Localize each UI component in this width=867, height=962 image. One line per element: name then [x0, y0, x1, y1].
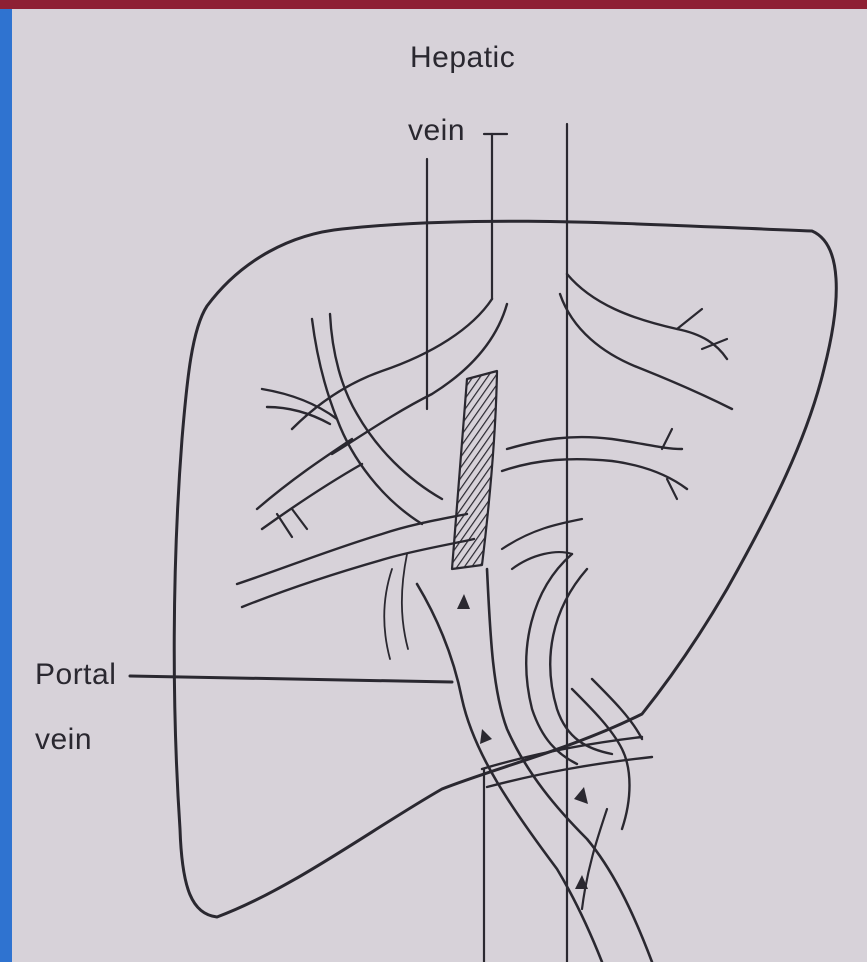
portal-branch-left-tick	[277, 509, 307, 537]
portal-branch-left-upper	[312, 319, 422, 524]
portal-branch-left-upper-2	[330, 314, 442, 499]
portal-branch-right-ticks	[662, 429, 677, 499]
portal-vein-label-line2: vein	[35, 722, 92, 758]
portal-vein-label-line1: Portal	[35, 657, 116, 693]
portal-branch-left-lower-2	[262, 464, 362, 529]
hepatic-vein-right-branch	[677, 309, 727, 349]
top-accent-stripe	[0, 0, 867, 9]
flow-arrow-3	[574, 787, 588, 804]
portal-branch-right-curve-2	[550, 569, 612, 754]
portal-branch-left-bottom-2	[242, 539, 474, 607]
portal-branch-right-upper	[507, 437, 682, 449]
flow-arrow-1	[457, 594, 470, 609]
portal-trunk-inner	[502, 519, 582, 569]
flow-arrow-2	[480, 729, 492, 744]
portal-branch-right-upper-2	[502, 459, 687, 489]
hepatic-vein-right-2	[560, 294, 732, 409]
hepatic-vein-label-line1: Hepatic	[410, 40, 515, 76]
lower-vessel-right-2	[592, 679, 642, 739]
liver-vessel-drawing	[12, 9, 867, 962]
diagram-panel: Hepatic vein Portal vein	[12, 9, 867, 962]
hepatic-vein-label-line2: vein	[408, 113, 465, 149]
portal-leader-line	[130, 676, 452, 682]
liver-outline	[174, 221, 836, 917]
hepatic-vein-right	[567, 274, 727, 359]
portal-branch-left-bottom	[237, 514, 467, 584]
inner-line-1	[384, 569, 392, 659]
portal-trunk-left-wall	[417, 584, 602, 962]
inner-line-2	[402, 554, 408, 649]
portal-branch-left-mid	[262, 389, 337, 419]
ivc-hatched-segment	[452, 371, 497, 569]
